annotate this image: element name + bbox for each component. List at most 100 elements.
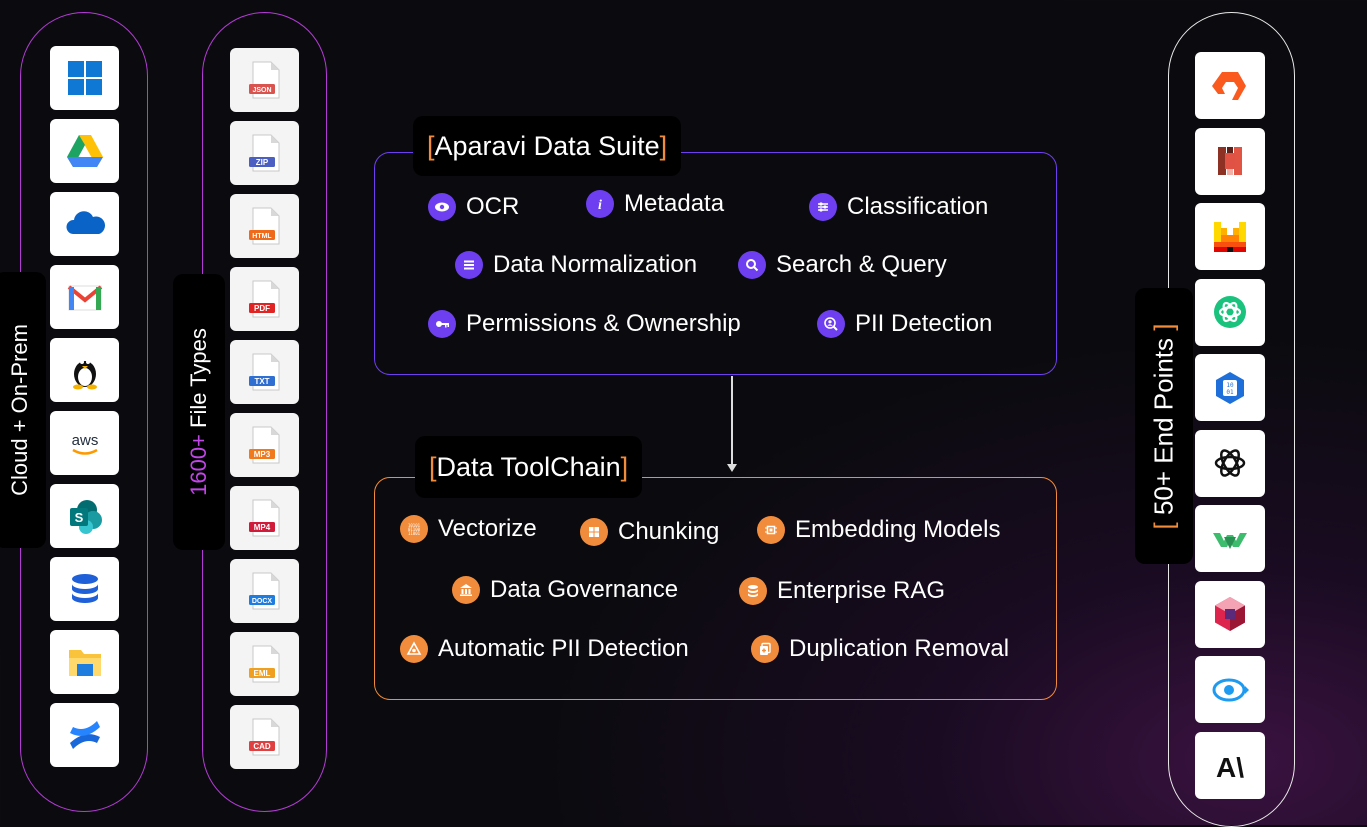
- feature-automatic-pii-label: Automatic PII Detection: [438, 635, 689, 662]
- feature-data-governance: Data Governance: [452, 576, 678, 604]
- endpoints-open-bracket: [: [1148, 514, 1179, 529]
- weaviate-icon: [1195, 505, 1265, 572]
- html-file-icon: HTML: [230, 194, 299, 258]
- toolchain-close-bracket: ]: [620, 451, 629, 482]
- mp4-file-icon-text: MP4: [253, 523, 270, 532]
- linux-icon: [50, 338, 119, 402]
- feature-enterprise-rag: Enterprise RAG: [739, 577, 945, 605]
- eye-icon: [428, 193, 456, 221]
- html-file-icon-text: HTML: [252, 233, 272, 240]
- suite-to-toolchain-connector: [731, 376, 733, 468]
- mistral-icon: [1195, 203, 1265, 270]
- bank-icon: [452, 576, 480, 604]
- feature-chunking-label: Chunking: [618, 518, 720, 545]
- openai-icon: [1195, 429, 1265, 497]
- feature-ocr-label: OCR: [466, 193, 520, 220]
- onedrive-icon: [50, 192, 119, 256]
- svg-text:S: S: [74, 510, 83, 525]
- feature-duplication-removal-label: Duplication Removal: [789, 635, 1010, 662]
- toolchain-title-text: Data ToolChain: [436, 451, 621, 482]
- json-file-icon-text: JSON: [252, 87, 271, 94]
- pdf-file-icon-text: PDF: [254, 304, 270, 313]
- user-search-icon: [817, 310, 845, 338]
- cad-file-icon: CAD: [230, 705, 299, 769]
- feature-search-query-label: Search & Query: [776, 251, 947, 278]
- feature-pii-detection-label: PII Detection: [855, 310, 993, 337]
- feature-enterprise-rag-label: Enterprise RAG: [777, 577, 946, 604]
- windows-icon: [50, 46, 119, 110]
- feature-permissions: Permissions & Ownership: [428, 310, 741, 338]
- feature-duplication-removal: Duplication Removal: [751, 635, 1009, 663]
- mp3-file-icon: MP3: [230, 413, 299, 477]
- sliders-icon: [809, 193, 837, 221]
- feature-embedding-models: Embedding Models: [757, 516, 1000, 544]
- feature-pii-detection: PII Detection: [817, 310, 992, 338]
- feature-permissions-label: Permissions & Ownership: [466, 310, 741, 337]
- cloud-on-prem-label: Cloud + On-Prem: [0, 272, 46, 548]
- feature-metadata-label: Metadata: [624, 190, 725, 217]
- openai-green-icon: [1195, 278, 1265, 346]
- pdf-file-icon: PDF: [230, 267, 299, 331]
- info-icon: i: [586, 190, 614, 218]
- aws-s3-icon: [1195, 127, 1265, 195]
- toolchain-title: [ Data ToolChain ]: [415, 436, 643, 498]
- sharepoint-icon: S: [50, 484, 119, 548]
- toolchain-open-bracket: [: [429, 451, 437, 482]
- feature-classification-label: Classification: [847, 193, 989, 220]
- data-suite-open-bracket: [: [427, 130, 435, 161]
- blocks-icon: [580, 518, 608, 546]
- feature-ocr: OCR: [428, 193, 519, 221]
- source-icons-column: aws S: [50, 46, 119, 767]
- endpoints-label: [ 50+ End Points ]: [1135, 288, 1193, 564]
- eml-file-icon-text: EML: [253, 669, 270, 678]
- data-suite-close-bracket: ]: [659, 130, 668, 161]
- anthropic-icon-text: A\: [1216, 752, 1244, 783]
- svg-text:10101: 10101: [408, 523, 421, 528]
- aws-icon: aws: [50, 411, 119, 475]
- qdrant-icon: [1195, 580, 1265, 648]
- copy-icon: [751, 635, 779, 663]
- file-types-text: File Types: [186, 328, 211, 435]
- google-drive-icon: [50, 119, 119, 183]
- anthropic-icon: A\: [1195, 731, 1265, 799]
- chip-icon: [757, 516, 785, 544]
- docx-file-icon: DOCX: [230, 559, 299, 623]
- feature-search-query: Search & Query: [738, 251, 947, 279]
- aws-icon-text: aws: [71, 432, 98, 449]
- txt-file-icon: TXT: [230, 340, 299, 404]
- json-file-icon: JSON: [230, 48, 299, 112]
- zip-file-icon-text: ZIP: [255, 158, 268, 167]
- key-icon: [428, 310, 456, 338]
- feature-automatic-pii: Automatic PII Detection: [400, 635, 689, 663]
- file-types-count: 1600+: [186, 434, 211, 496]
- zip-file-icon: ZIP: [230, 121, 299, 185]
- cloud-on-prem-text: Cloud + On-Prem: [7, 324, 33, 496]
- database-icon: [50, 557, 119, 621]
- mp4-file-icon: MP4: [230, 486, 299, 550]
- svg-text:01100: 01100: [408, 527, 421, 532]
- feature-data-governance-label: Data Governance: [490, 576, 679, 603]
- endpoints-label-text: 50+ End Points: [1148, 337, 1179, 515]
- feature-metadata: i Metadata: [586, 190, 724, 218]
- data-suite-title: [ Aparavi Data Suite]: [413, 116, 682, 176]
- list-icon: [455, 251, 483, 279]
- file-types-label: 1600+ File Types: [173, 274, 225, 550]
- data-suite-title-text: Aparavi Data Suite: [434, 130, 660, 161]
- cad-file-icon-text: CAD: [253, 742, 271, 751]
- arrow-down-icon: [727, 464, 737, 472]
- search-icon: [738, 251, 766, 279]
- svg-text:i: i: [598, 198, 602, 212]
- feature-data-normalization-label: Data Normalization: [493, 251, 698, 278]
- endpoints-close-bracket: ]: [1148, 323, 1179, 338]
- docx-file-icon-text: DOCX: [251, 598, 272, 605]
- svg-text:01: 01: [1226, 389, 1234, 396]
- eye-icon: [1195, 656, 1265, 723]
- mp3-file-icon-text: MP3: [253, 450, 270, 459]
- feature-embedding-models-label: Embedding Models: [795, 516, 1001, 543]
- txt-file-icon-text: TXT: [254, 377, 269, 386]
- feature-chunking: Chunking: [580, 518, 719, 546]
